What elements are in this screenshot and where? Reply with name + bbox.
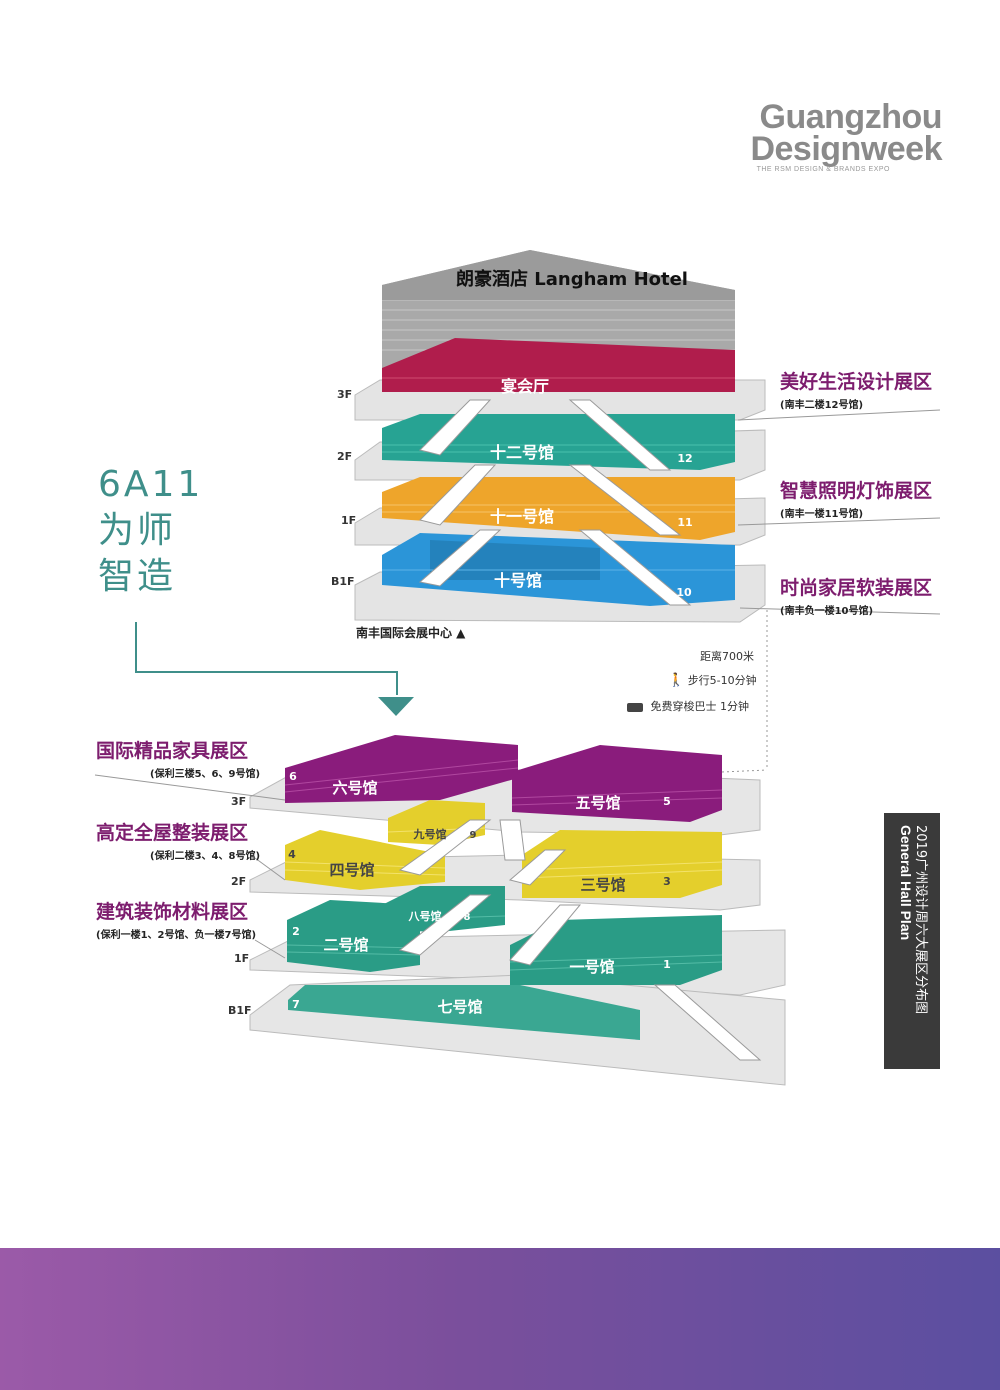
- hall6-block: [284, 735, 519, 803]
- guangzhou-designweek-logo: Guangzhou Designweek THE RSM DESIGN & BR…: [720, 100, 942, 173]
- route-connector: [721, 769, 768, 773]
- lower-escalators: [398, 819, 762, 1061]
- hall3-label: 三号馆: [580, 876, 625, 894]
- distance-text: 距离700米: [700, 650, 754, 663]
- hall-plan-side-label: General Hall Plan 2019广州设计周六大展区分布图: [884, 813, 940, 1069]
- zone-title: 国际精品家具展区: [96, 740, 249, 762]
- booth-line2: 智造: [98, 556, 177, 597]
- pointer-2: [737, 517, 941, 526]
- booth-info: 6A11 为师 智造: [98, 462, 203, 600]
- upper-escalators: [418, 399, 692, 606]
- u-floor-b1f: B1F: [331, 575, 355, 588]
- hall3-block: [521, 830, 723, 898]
- hall7-block: [288, 985, 640, 1040]
- hall4-label: 四号馆: [329, 861, 374, 879]
- bus-info: 免费穿梭巴士 1分钟: [627, 698, 749, 714]
- footer-gradient-band: [0, 1248, 1000, 1390]
- hall-banquet-label: 宴会厅: [501, 377, 549, 396]
- zone-title: 时尚家居软装展区: [780, 577, 933, 599]
- hotel-label: 朗豪酒店 Langham Hotel: [456, 268, 688, 290]
- zone-sub: (南丰一楼11号馆): [780, 509, 864, 520]
- hall8-label: 八号馆: [408, 909, 442, 923]
- zone-sub: (南丰二楼12号馆): [780, 400, 864, 411]
- walk-text: 步行5-10分钟: [687, 674, 757, 687]
- l-floor-1f: 1F: [234, 952, 249, 965]
- zone-title: 智慧照明灯饰展区: [780, 480, 933, 502]
- zone-sub: (南丰负一楼10号馆): [780, 606, 874, 617]
- lpointer-1: [94, 774, 286, 801]
- u-floor-1f: 1F: [341, 514, 356, 527]
- hall11-label: 十一号馆: [490, 507, 554, 526]
- hall3-num: 3: [663, 875, 671, 888]
- logo-line1: Guangzhou: [759, 98, 943, 136]
- booth-arrow: [135, 622, 414, 716]
- hall1-block: [509, 915, 723, 985]
- hall2-block: [286, 900, 421, 972]
- u-floor-3f: 3F: [337, 388, 352, 401]
- zone-sub: (保利一楼1、2号馆、负一楼7号馆): [96, 930, 257, 941]
- pointer-3: [739, 607, 941, 615]
- walk-info: 🚶 步行5-10分钟: [668, 672, 757, 688]
- booth-code: 6A11: [98, 464, 204, 505]
- hall11-num: 11: [677, 516, 692, 529]
- hotel-block: [382, 250, 735, 368]
- hall10-num: 10: [676, 586, 692, 599]
- hall2-label: 二号馆: [323, 936, 368, 954]
- zone-furniture: 国际精品家具展区 (保利三楼5、6、9号馆): [96, 736, 260, 780]
- zone-life-design: 美好生活设计展区 (南丰二楼12号馆): [780, 367, 932, 411]
- logo-line3: THE RSM DESIGN & BRANDS EXPO: [756, 166, 890, 173]
- bus-text: 免费穿梭巴士 1分钟: [650, 700, 750, 713]
- walking-person-icon: 🚶: [668, 673, 685, 688]
- zone-building-materials: 建筑装饰材料展区 (保利一楼1、2号馆、负一楼7号馆): [96, 897, 256, 941]
- hall4-num: 4: [288, 848, 296, 861]
- lower-building: [94, 735, 786, 1086]
- banquet-block: [382, 338, 735, 392]
- zone-sub: (保利二楼3、4、8号馆): [150, 851, 261, 862]
- upper-building: [354, 250, 941, 770]
- l-floor-b1f: B1F: [228, 1004, 252, 1017]
- venue-label: 南丰国际会展中心 ▲: [356, 625, 466, 640]
- l-floor-2f: 2F: [231, 875, 246, 888]
- hall1-label: 一号馆: [569, 958, 614, 976]
- u-floor-2f: 2F: [337, 450, 352, 463]
- hall1-num: 1: [663, 958, 671, 971]
- logo-line2: Designweek: [750, 130, 942, 168]
- hall6-label: 六号馆: [332, 779, 377, 797]
- zone-home-decor: 时尚家居软装展区 (南丰负一楼10号馆): [780, 573, 932, 617]
- hall5-num: 5: [663, 795, 671, 808]
- hall2-num: 2: [292, 925, 300, 938]
- zone-sub: (保利三楼5、6、9号馆): [150, 769, 261, 780]
- hall12-label: 十二号馆: [490, 443, 554, 462]
- hall5-label: 五号馆: [575, 794, 620, 812]
- l-floor-3f: 3F: [231, 795, 246, 808]
- zone-lighting: 智慧照明灯饰展区 (南丰一楼11号馆): [780, 476, 932, 520]
- side-label-chinese: 2019广州设计周六大展区分布图: [913, 825, 928, 1015]
- bus-icon: [627, 702, 643, 712]
- hall8-num: 8: [464, 912, 471, 923]
- hall6-num: 6: [289, 770, 297, 783]
- hall9-label: 九号馆: [413, 827, 447, 841]
- lpointer-2: [254, 857, 286, 881]
- hall7-num: 7: [292, 998, 300, 1011]
- hall5-block: [511, 745, 723, 822]
- booth-line1: 为师: [98, 510, 177, 551]
- zone-title: 美好生活设计展区: [780, 371, 933, 393]
- lpointer-3: [254, 939, 286, 959]
- hall12-num: 12: [677, 452, 692, 465]
- zone-whole-house: 高定全屋整装展区 (保利二楼3、4、8号馆): [96, 818, 260, 862]
- side-label-english: General Hall Plan: [898, 825, 914, 941]
- zone-title: 建筑装饰材料展区: [96, 901, 249, 923]
- hall9-num: 9: [470, 830, 477, 841]
- hall10-label: 十号馆: [494, 571, 542, 590]
- zone-title: 高定全屋整装展区: [96, 822, 249, 844]
- pointer-1: [737, 409, 941, 421]
- hall7-label: 七号馆: [437, 998, 482, 1016]
